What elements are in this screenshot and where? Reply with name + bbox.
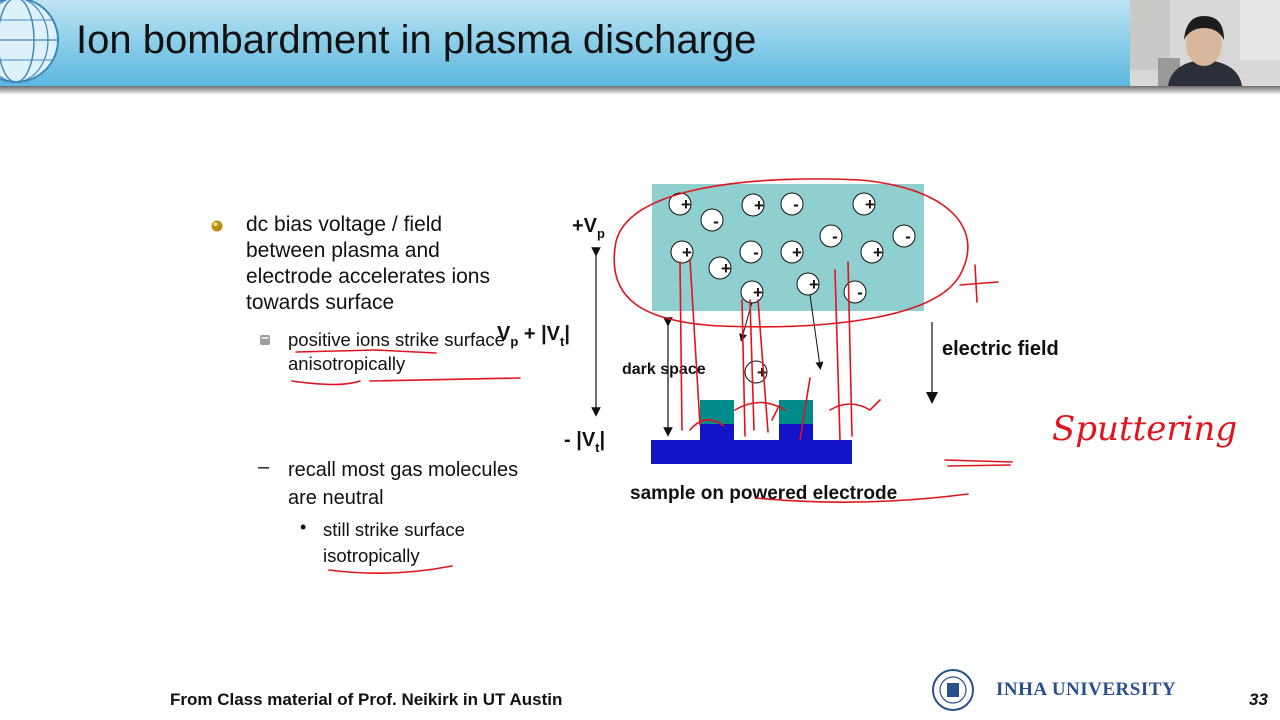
bullet-sub-text: positive ions strike surface anisotropic… [288, 329, 505, 374]
mask-block [700, 400, 734, 424]
slide-title: Ion bombardment in plasma discharge [76, 18, 757, 62]
slide-header-bar [0, 0, 1280, 86]
ion-positive: + [754, 196, 764, 215]
ion-negative: - [857, 283, 863, 302]
dash-marker: – [258, 456, 270, 478]
ion-trajectory [809, 294, 824, 370]
electrode-step [779, 424, 813, 442]
webcam-video-overlay[interactable] [1130, 0, 1280, 86]
page-number: 33 [1249, 690, 1268, 709]
dark-space-label: dark space [622, 361, 706, 378]
electric-field-label: electric field [942, 338, 1059, 360]
ion-positive: + [682, 243, 692, 262]
bullet-subsub-text: still strike surface isotropically [323, 519, 465, 566]
footer-credit: From Class material of Prof. Neikirk in … [170, 690, 563, 709]
bullet-dash-text: recall most gas molecules are neutral [288, 459, 519, 509]
ion-positive: + [753, 283, 763, 302]
ion-positive: + [865, 195, 875, 214]
bullet-circle-icon [211, 220, 223, 232]
vp-label: +Vp [572, 215, 605, 241]
university-seal-icon [932, 669, 974, 711]
ion-negative: - [832, 227, 838, 246]
ion-negative: - [905, 227, 911, 246]
electrode-step [700, 424, 734, 442]
ion-trajectory [739, 301, 753, 342]
presenter-avatar [1130, 0, 1280, 86]
ion-negative: - [793, 195, 799, 214]
ion-positive: + [792, 243, 802, 262]
electrode [651, 440, 852, 464]
globe-logo-icon [0, 0, 59, 83]
handwritten-sputtering: Sputtering [1052, 409, 1237, 449]
ion-group [668, 192, 916, 384]
sample-label: sample on powered electrode [630, 483, 897, 504]
university-name: INHA UNIVERSITY [996, 679, 1177, 700]
ion-negative: - [753, 243, 759, 262]
ion-positive: + [681, 195, 691, 214]
ion-positive: + [873, 243, 883, 262]
neg-vt-label: - |Vt| [564, 429, 605, 455]
bullet-main-text: dc bias voltage / field between plasma a… [246, 213, 490, 314]
ion-positive: + [721, 259, 731, 278]
header-divider [0, 86, 1280, 94]
mask-block [779, 400, 813, 424]
dot-marker: • [300, 517, 307, 537]
plasma-region [652, 184, 924, 311]
bullet-square-icon [260, 335, 270, 345]
ion-positive: + [757, 363, 767, 382]
ion-positive: + [809, 275, 819, 294]
ion-negative: - [713, 212, 719, 231]
